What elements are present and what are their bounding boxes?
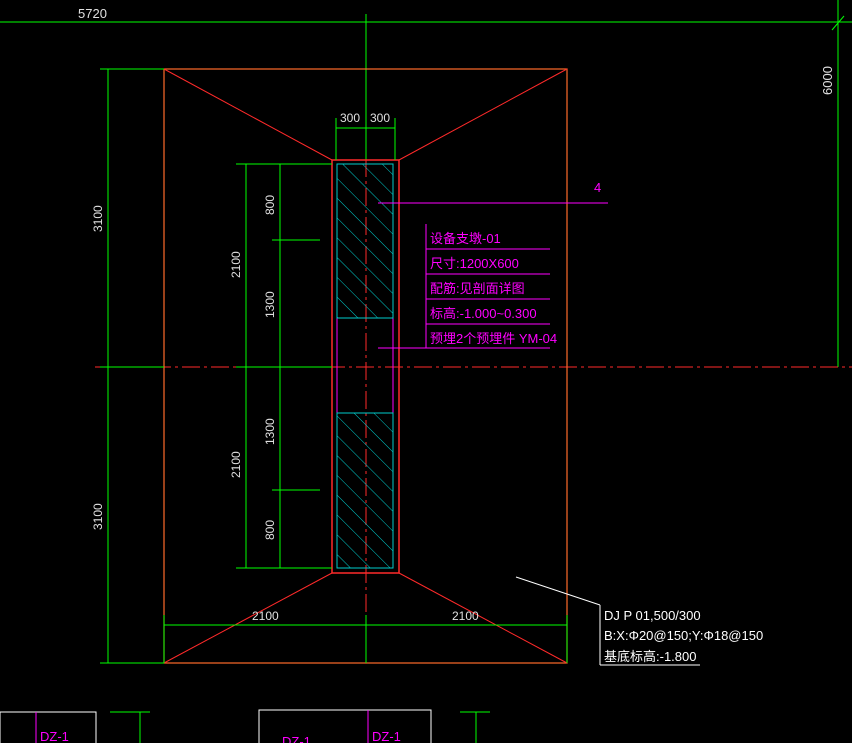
- bottom-partial-elements: DZ-1 DZ-1 DZ-1: [0, 709, 490, 743]
- hatch-upper: [336, 163, 394, 319]
- top-dimension: 5720: [0, 0, 852, 23]
- column-width-dimension: 300 300: [335, 111, 396, 160]
- right-dimension: 6000: [820, 15, 845, 367]
- inner-lower-total-dim: 2100: [229, 451, 243, 478]
- right-dimension-text: 6000: [820, 66, 835, 95]
- callout-line-4: 标高:-1.000~0.300: [430, 306, 537, 321]
- callout-line-5: 预埋2个预埋件 YM-04: [430, 331, 557, 346]
- left-outer-dimension: 3100 3100: [91, 68, 164, 664]
- left-upper-dim: 3100: [91, 205, 105, 232]
- callout-line-2: 尺寸:1200X600: [430, 256, 519, 271]
- column-right-dim: 300: [370, 111, 390, 125]
- inner-upper-a-dim: 800: [263, 195, 277, 215]
- left-lower-dim: 3100: [91, 503, 105, 530]
- top-dimension-text: 5720: [78, 6, 107, 21]
- footing-line-3: 基底标高:-1.800: [604, 649, 696, 664]
- pedestal: [331, 159, 400, 574]
- bottom-label-left: DZ-1: [40, 729, 69, 743]
- callout-tag: 4: [594, 180, 601, 195]
- inner-vertical-dimension: 2100 800 1300 2100 1300 800: [229, 163, 332, 569]
- callout-line-1: 设备支墩-01: [430, 231, 501, 246]
- callout-line-3: 配筋:见剖面详图: [430, 281, 525, 296]
- callout: 4 设备支墩-01 尺寸:1200X600 配筋:见剖面详图 标高:-1.000…: [378, 180, 608, 349]
- bottom-label-middle: DZ-1: [282, 734, 311, 743]
- inner-lower-b-dim: 800: [263, 520, 277, 540]
- bottom-label-right: DZ-1: [372, 729, 401, 743]
- hatch-lower: [336, 412, 394, 569]
- bottom-left-dim: 2100: [252, 609, 279, 623]
- column-left-dim: 300: [340, 111, 360, 125]
- inner-upper-total-dim: 2100: [229, 251, 243, 278]
- inner-upper-b-dim: 1300: [263, 291, 277, 318]
- inner-lower-a-dim: 1300: [263, 418, 277, 445]
- footing-label: DJ P 01,500/300 B:X:Φ20@150;Y:Φ18@150 基底…: [515, 576, 763, 666]
- footing-line-2: B:X:Φ20@150;Y:Φ18@150: [604, 628, 763, 643]
- bottom-right-dim: 2100: [452, 609, 479, 623]
- footing-line-1: DJ P 01,500/300: [604, 608, 701, 623]
- bottom-dimension: 2100 2100: [163, 609, 568, 663]
